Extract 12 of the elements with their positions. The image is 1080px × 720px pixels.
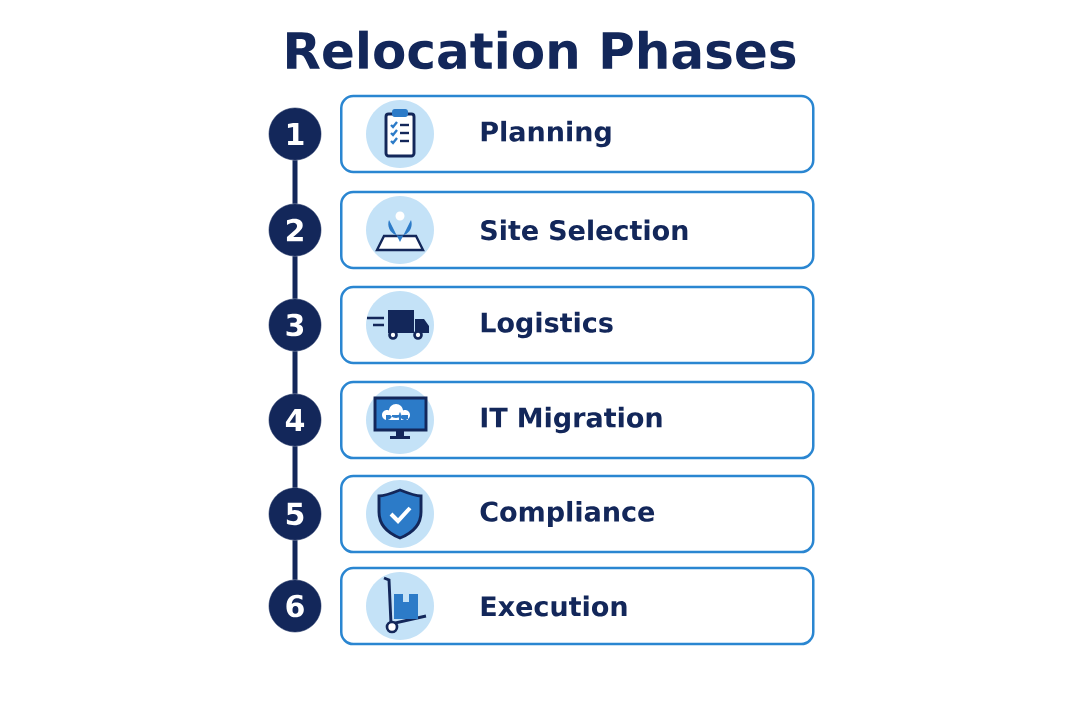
- title: Relocation Phases: [287, 30, 796, 70]
- phase-box: IT Migration: [340, 380, 815, 460]
- phase-box: Compliance: [340, 474, 815, 554]
- phase-box: Site Selection: [340, 190, 815, 270]
- phase-box: Planning: [340, 94, 815, 174]
- connector-line: [292, 446, 298, 488]
- connector-line: [292, 351, 298, 394]
- connector-line: [292, 256, 298, 299]
- connector-line: [292, 160, 298, 204]
- phase-box: Logistics: [340, 285, 815, 365]
- connector-line: [292, 540, 298, 580]
- phase-box: Execution: [340, 566, 815, 646]
